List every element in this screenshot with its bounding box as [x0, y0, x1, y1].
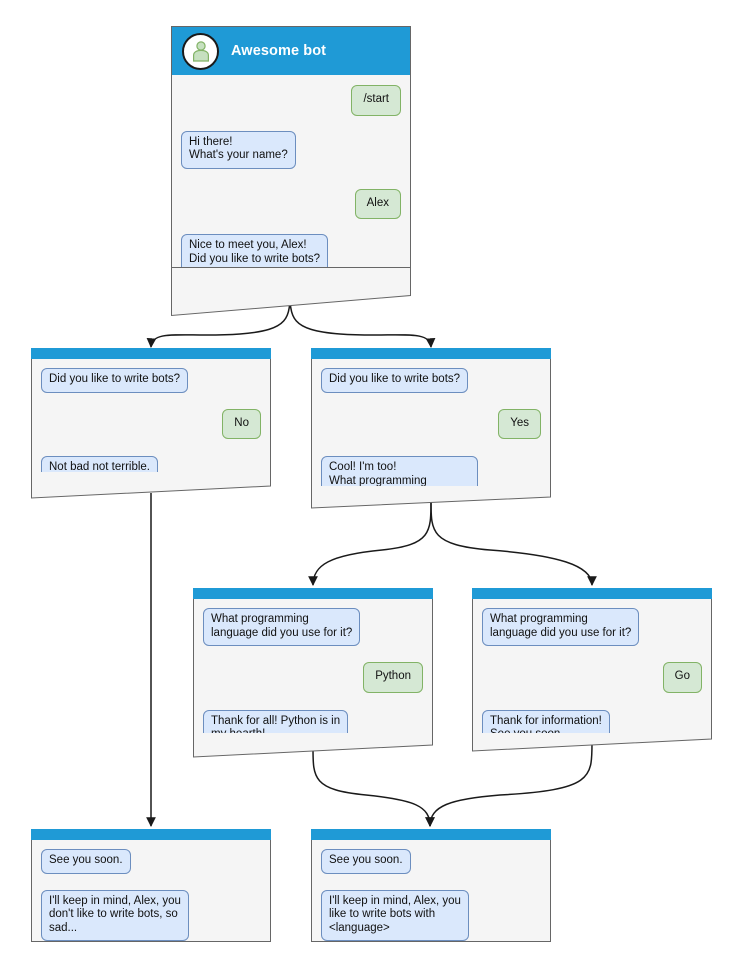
- card-bottom-edge: [31, 472, 271, 499]
- node-end-happy[interactable]: See you soon. I'll keep in mind, Alex, y…: [311, 829, 551, 942]
- edge-start-to-answer-yes: [289, 288, 436, 348]
- bot-title: Awesome bot: [231, 43, 327, 59]
- card-header-end-happy: [311, 829, 551, 840]
- card-header-start: Awesome bot: [171, 26, 411, 75]
- card-header-lang-go: [472, 588, 712, 599]
- avatar: [182, 32, 219, 70]
- message-row: Yes: [321, 408, 541, 440]
- bot-message-bubble: Did you like to write bots?: [41, 368, 189, 393]
- card-bottom-edge: [193, 733, 433, 758]
- edge-lang-go-to-end-happy: [425, 742, 593, 827]
- user-message-bubble: Yes: [498, 408, 541, 440]
- edge-answer-yes-to-lang-go: [430, 500, 597, 586]
- user-message-bubble: /start: [351, 85, 401, 116]
- card-bottom-edge: [472, 733, 712, 752]
- card-body-answer-no: Did you like to write bots? No Not bad n…: [31, 359, 271, 473]
- message-row: Did you like to write bots?: [321, 368, 541, 393]
- bot-message-bubble: Cool! I'm too! What programming language…: [321, 456, 479, 486]
- card-body-end-happy: See you soon. I'll keep in mind, Alex, y…: [311, 840, 551, 942]
- user-message-bubble: No: [222, 408, 261, 440]
- message-row: No: [41, 408, 261, 440]
- card-header-answer-no: [31, 348, 271, 359]
- card-header-lang-python: [193, 588, 433, 599]
- message-row: Thank for all! Python is in my hearth! S…: [203, 709, 423, 733]
- bot-message-bubble: See you soon.: [41, 849, 131, 874]
- bot-message-bubble: What programming language did you use fo…: [203, 608, 361, 647]
- card-body-lang-go: What programming language did you use fo…: [472, 599, 712, 734]
- bot-message-bubble: See you soon.: [321, 849, 411, 874]
- bot-message-bubble: Nice to meet you, Alex! Did you like to …: [181, 234, 329, 267]
- edge-lang-python-to-end-happy: [312, 747, 435, 827]
- message-row: What programming language did you use fo…: [482, 608, 702, 647]
- node-lang-go[interactable]: What programming language did you use fo…: [472, 588, 712, 752]
- message-row: Did you like to write bots?: [41, 368, 261, 393]
- card-bottom-edge: [311, 486, 551, 509]
- user-message-bubble: Python: [363, 662, 423, 693]
- bot-message-bubble: What programming language did you use fo…: [482, 608, 640, 647]
- message-row: Cool! I'm too! What programming language…: [321, 456, 541, 486]
- message-row: Python: [203, 662, 423, 693]
- message-row: See you soon.: [321, 849, 541, 874]
- card-body-lang-python: What programming language did you use fo…: [193, 599, 433, 734]
- chat-area-end-happy: See you soon. I'll keep in mind, Alex, y…: [312, 840, 550, 941]
- chat-area-start: /start Hi there! What's your name? Alex …: [172, 75, 410, 267]
- node-end-sad[interactable]: See you soon. I'll keep in mind, Alex, y…: [31, 829, 271, 942]
- message-row: Thank for information! See you soon.: [482, 709, 702, 733]
- card-body-end-sad: See you soon. I'll keep in mind, Alex, y…: [31, 840, 271, 942]
- card-header-answer-yes: [311, 348, 551, 359]
- card-body-answer-yes: Did you like to write bots? Yes Cool! I'…: [311, 359, 551, 487]
- bot-message-bubble: Thank for information! See you soon.: [482, 709, 610, 733]
- message-row: What programming language did you use fo…: [203, 608, 423, 647]
- card-header-end-sad: [31, 829, 271, 840]
- message-row: I'll keep in mind, Alex, you like to wri…: [321, 889, 541, 941]
- card-body-start: /start Hi there! What's your name? Alex …: [171, 75, 411, 268]
- message-row: See you soon.: [41, 849, 261, 874]
- user-message-bubble: Alex: [354, 188, 401, 220]
- message-row: Go: [482, 662, 702, 693]
- edge-answer-yes-to-lang-python: [308, 500, 432, 586]
- message-row: I'll keep in mind, Alex, you don't like …: [41, 889, 261, 941]
- chat-area-lang-python: What programming language did you use fo…: [194, 599, 432, 733]
- user-message-bubble: Go: [662, 662, 702, 693]
- message-row: Hi there! What's your name?: [181, 130, 401, 169]
- bot-message-bubble: I'll keep in mind, Alex, you don't like …: [41, 889, 189, 941]
- message-row: Not bad not terrible. See you soon.: [41, 456, 261, 472]
- message-row: Nice to meet you, Alex! Did you like to …: [181, 234, 401, 267]
- node-answer-yes[interactable]: Did you like to write bots? Yes Cool! I'…: [311, 348, 551, 509]
- bot-message-bubble: Thank for all! Python is in my hearth! S…: [203, 709, 349, 733]
- node-lang-python[interactable]: What programming language did you use fo…: [193, 588, 433, 758]
- bot-message-bubble: Hi there! What's your name?: [181, 130, 296, 169]
- node-answer-no[interactable]: Did you like to write bots? No Not bad n…: [31, 348, 271, 499]
- chat-area-answer-no: Did you like to write bots? No Not bad n…: [32, 359, 270, 472]
- message-row: /start: [181, 85, 401, 116]
- person-icon: [192, 41, 209, 62]
- bot-message-bubble: Not bad not terrible. See you soon.: [41, 456, 159, 472]
- chat-area-end-sad: See you soon. I'll keep in mind, Alex, y…: [32, 840, 270, 941]
- message-row: Alex: [181, 188, 401, 220]
- card-bottom-edge: [171, 268, 411, 317]
- chat-area-answer-yes: Did you like to write bots? Yes Cool! I'…: [312, 359, 550, 486]
- node-start[interactable]: Awesome bot /start Hi there! What's your…: [171, 26, 411, 317]
- chat-area-lang-go: What programming language did you use fo…: [473, 599, 711, 733]
- edge-start-to-answer-no: [146, 288, 291, 348]
- bot-message-bubble: I'll keep in mind, Alex, you like to wri…: [321, 889, 469, 941]
- bot-message-bubble: Did you like to write bots?: [321, 368, 469, 393]
